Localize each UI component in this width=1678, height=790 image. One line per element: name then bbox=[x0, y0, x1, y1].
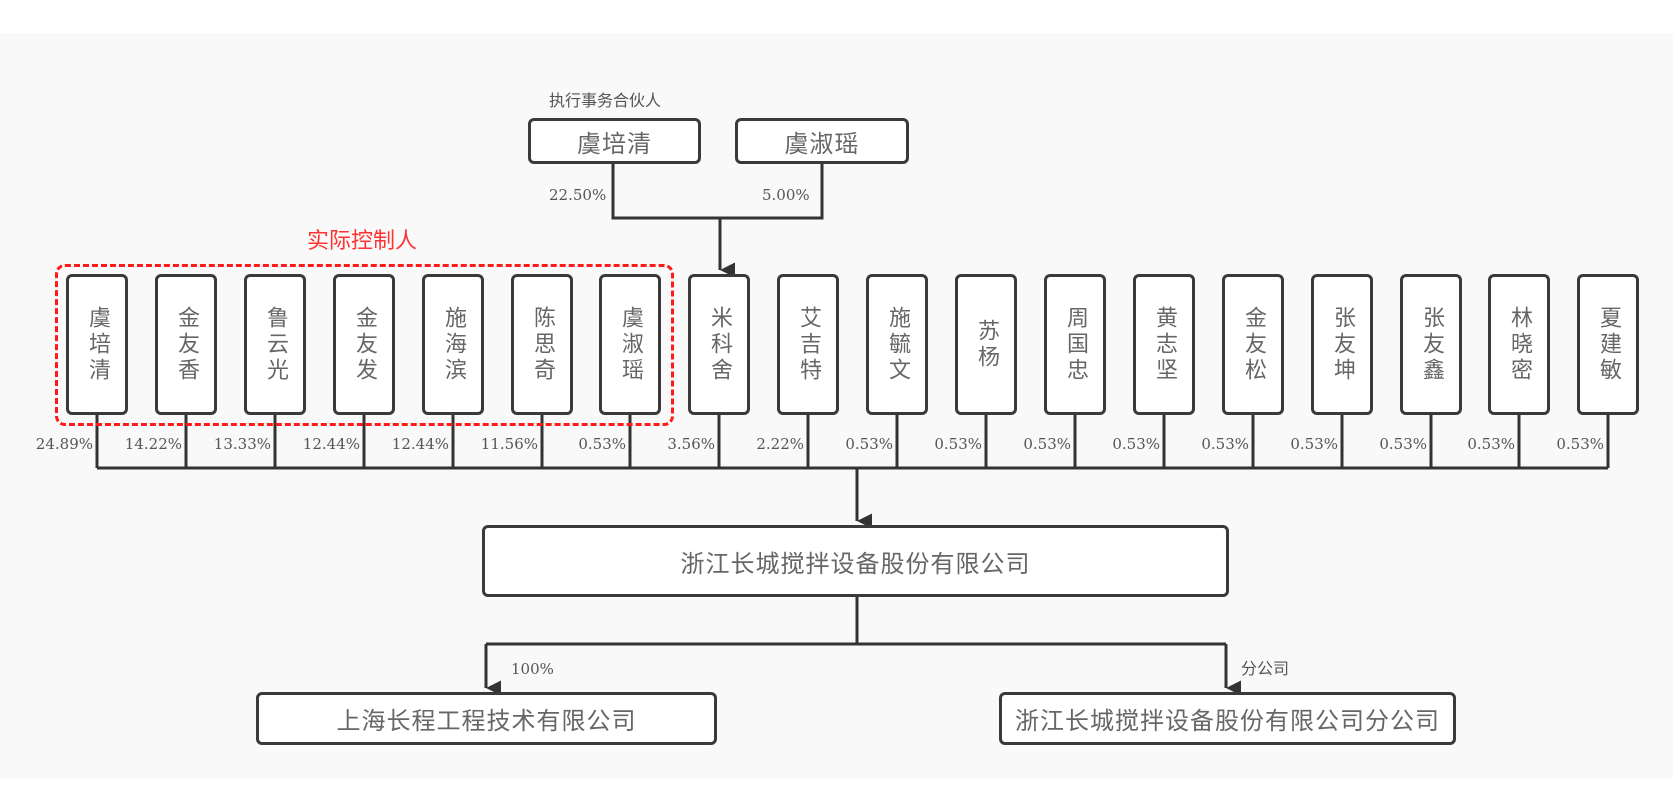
shareholder-share-label: 0.53% bbox=[845, 435, 893, 453]
shareholder-share-label: 24.89% bbox=[35, 435, 93, 453]
shareholder-node[interactable]: 张友鑫 bbox=[1400, 274, 1462, 415]
shareholder-name: 夏建敏 bbox=[1596, 305, 1621, 384]
shareholder-node[interactable]: 苏杨 bbox=[955, 274, 1017, 415]
shareholder-share-label: 0.53% bbox=[1556, 435, 1604, 453]
shareholder-node[interactable]: 黄志坚 bbox=[1133, 274, 1195, 415]
shareholder-share-label: 12.44% bbox=[391, 435, 449, 453]
shareholder-name: 张友鑫 bbox=[1419, 305, 1444, 384]
shareholder-node[interactable]: 艾吉特 bbox=[777, 274, 839, 415]
shareholder-node[interactable]: 虞培清 bbox=[66, 274, 128, 415]
shareholder-name: 黄志坚 bbox=[1152, 305, 1177, 384]
shareholder-name: 金友发 bbox=[352, 305, 377, 384]
shareholder-node[interactable]: 张友坤 bbox=[1311, 274, 1373, 415]
shareholder-node[interactable]: 鲁云光 bbox=[244, 274, 306, 415]
company-node[interactable]: 浙江长城搅拌设备股份有限公司 bbox=[482, 525, 1229, 597]
shareholder-name: 施毓文 bbox=[885, 305, 910, 384]
shareholder-name: 金友香 bbox=[174, 305, 199, 384]
partner-name: 虞淑瑶 bbox=[784, 129, 860, 158]
shareholder-share-label: 0.53% bbox=[1379, 435, 1427, 453]
shareholder-node[interactable]: 施毓文 bbox=[866, 274, 928, 415]
shareholder-node[interactable]: 林晓密 bbox=[1488, 274, 1550, 415]
shareholder-node[interactable]: 金友发 bbox=[333, 274, 395, 415]
shareholder-name: 苏杨 bbox=[974, 318, 999, 371]
actual-controller-label: 实际控制人 bbox=[307, 229, 418, 254]
shareholder-node[interactable]: 周国忠 bbox=[1044, 274, 1106, 415]
shareholder-name: 鲁云光 bbox=[263, 305, 288, 384]
shareholder-node[interactable]: 虞淑瑶 bbox=[599, 274, 661, 415]
shareholder-name: 虞淑瑶 bbox=[618, 305, 643, 384]
company-name: 浙江长城搅拌设备股份有限公司 bbox=[680, 549, 1031, 578]
shareholder-share-label: 11.56% bbox=[480, 435, 538, 453]
shareholder-share-label: 13.33% bbox=[213, 435, 271, 453]
partner-name: 虞培清 bbox=[577, 129, 652, 158]
subsidiary-relation-label: 100% bbox=[511, 660, 554, 678]
branch-relation-label: 分公司 bbox=[1241, 659, 1290, 678]
partner-share-label: 22.50% bbox=[549, 186, 607, 204]
shareholder-name: 艾吉特 bbox=[796, 305, 821, 384]
shareholder-share-label: 0.53% bbox=[578, 435, 626, 453]
actual-controller-group bbox=[55, 264, 674, 426]
shareholder-name: 施海滨 bbox=[441, 305, 466, 384]
shareholder-share-label: 14.22% bbox=[124, 435, 182, 453]
branch-name: 浙江长城搅拌设备股份有限公司分公司 bbox=[1015, 707, 1440, 735]
executive-partner-label: 执行事务合伙人 bbox=[549, 91, 662, 110]
shareholder-share-label: 0.53% bbox=[1290, 435, 1338, 453]
shareholder-name: 周国忠 bbox=[1063, 305, 1088, 384]
shareholder-share-label: 0.53% bbox=[1201, 435, 1249, 453]
shareholder-share-label: 0.53% bbox=[1112, 435, 1160, 453]
shareholder-share-label: 12.44% bbox=[302, 435, 360, 453]
subsidiary-name: 上海长程工程技术有限公司 bbox=[336, 707, 637, 735]
branch-node[interactable]: 浙江长城搅拌设备股份有限公司分公司 bbox=[999, 692, 1456, 745]
partner-share-label: 5.00% bbox=[762, 186, 810, 204]
shareholder-share-label: 3.56% bbox=[667, 435, 715, 453]
shareholder-node[interactable]: 陈思奇 bbox=[511, 274, 573, 415]
shareholder-node[interactable]: 施海滨 bbox=[422, 274, 484, 415]
shareholder-name: 金友松 bbox=[1241, 305, 1266, 384]
shareholder-share-label: 0.53% bbox=[1467, 435, 1515, 453]
shareholder-name: 陈思奇 bbox=[530, 305, 555, 384]
shareholder-name: 虞培清 bbox=[85, 305, 110, 384]
shareholder-share-label: 0.53% bbox=[934, 435, 982, 453]
shareholder-node[interactable]: 金友香 bbox=[155, 274, 217, 415]
shareholder-name: 林晓密 bbox=[1507, 305, 1532, 384]
shareholder-share-label: 2.22% bbox=[756, 435, 804, 453]
shareholder-node[interactable]: 米科舍 bbox=[688, 274, 750, 415]
shareholder-name: 张友坤 bbox=[1330, 305, 1355, 384]
partner-node[interactable]: 虞培清 bbox=[528, 118, 701, 164]
shareholder-name: 米科舍 bbox=[707, 305, 732, 384]
shareholder-node[interactable]: 夏建敏 bbox=[1577, 274, 1639, 415]
partner-node[interactable]: 虞淑瑶 bbox=[735, 118, 909, 164]
shareholder-share-label: 0.53% bbox=[1023, 435, 1071, 453]
subsidiary-node[interactable]: 上海长程工程技术有限公司 bbox=[256, 692, 717, 745]
shareholder-node[interactable]: 金友松 bbox=[1222, 274, 1284, 415]
